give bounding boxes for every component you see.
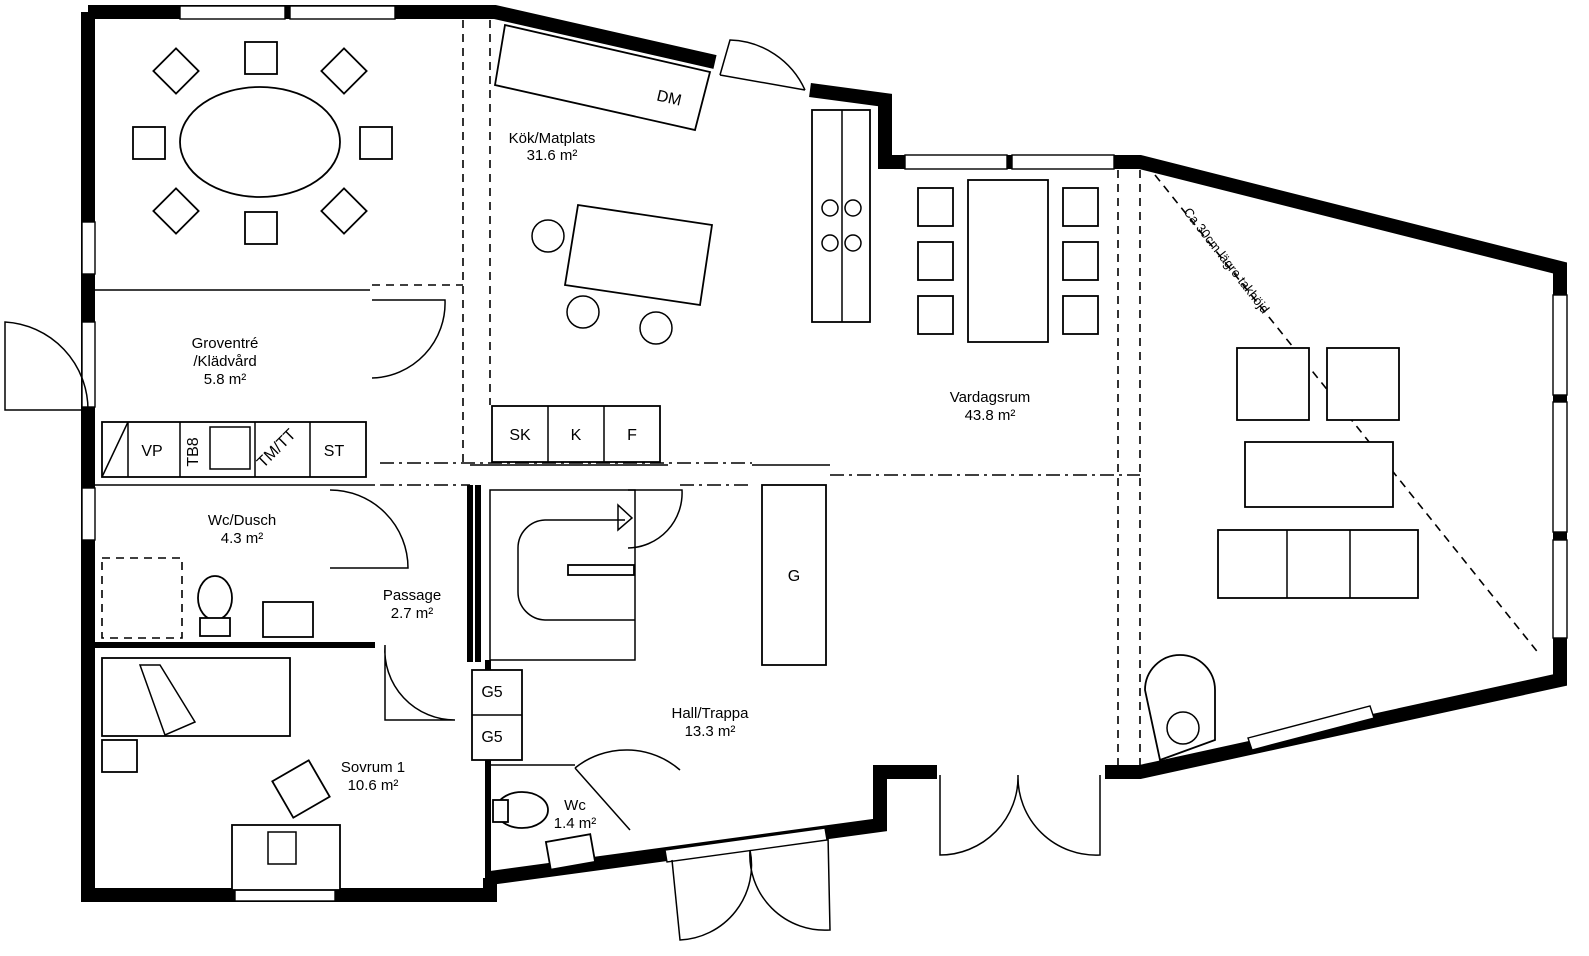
room-sovrum-area: 10.6 m² [348, 777, 399, 794]
room-wc-area: 1.4 m² [554, 815, 597, 832]
k-label: K [571, 427, 582, 444]
doors [4, 39, 1101, 941]
utility-row: VP TB8 TM/TT ST [101, 421, 367, 478]
sk-label: SK [509, 427, 531, 444]
room-hall-name: Hall/Trappa [672, 705, 750, 722]
room-boundaries [372, 20, 1541, 765]
room-wcdusch-name: Wc/Dusch [208, 512, 276, 529]
ceiling-annotation: Ca 30cm lägre takhöjd [1181, 205, 1273, 317]
dm-label: DM [655, 88, 683, 110]
room-sovrum-name: Sovrum 1 [341, 759, 405, 776]
room-kok-area: 31.6 m² [527, 147, 578, 164]
room-kok-name: Kök/Matplats [509, 130, 596, 147]
stair [489, 489, 636, 661]
dining-set [132, 41, 393, 245]
interior-walls [95, 289, 830, 878]
room-passage-area: 2.7 m² [391, 605, 434, 622]
bath-bed-fixtures: G5 G5 [101, 557, 597, 891]
st-label: ST [324, 443, 345, 460]
tb8-label: TB8 [185, 437, 202, 466]
kitchen: DM SK K F [491, 23, 871, 463]
windows [81, 5, 1568, 902]
room-vardagsrum-name: Vardagsrum [950, 389, 1031, 406]
vp-label: VP [141, 443, 162, 460]
room-wcdusch-area: 4.3 m² [221, 530, 264, 547]
room-groventre-name: Groventré [192, 335, 259, 352]
room-groventre-name2: /Klädvård [193, 353, 256, 370]
room-passage-name: Passage [383, 587, 441, 604]
room-vardagsrum-area: 43.8 m² [965, 407, 1016, 424]
g5-label-1: G5 [481, 684, 502, 701]
g-label: G [788, 568, 800, 585]
room-hall-area: 13.3 m² [685, 723, 736, 740]
room-labels: Kök/Matplats 31.6 m² Groventré /Klädvård… [192, 130, 1031, 832]
room-groventre-area: 5.8 m² [204, 371, 247, 388]
f-label: F [627, 427, 637, 444]
room-wc-name: Wc [564, 797, 586, 814]
g5-label-2: G5 [481, 729, 502, 746]
